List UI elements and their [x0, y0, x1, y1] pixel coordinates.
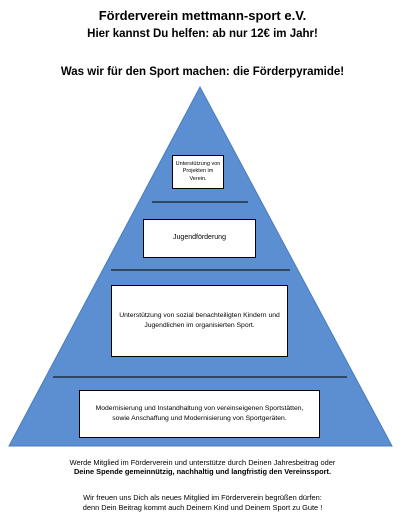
page-title: Förderverein mettmann-sport e.V. [98, 8, 307, 23]
pyramid-heading: Was wir für den Sport machen: die Förder… [60, 66, 345, 78]
page-subtitle: Hier kannst Du helfen: ab nur 12€ im Jah… [87, 28, 318, 40]
pyramid-level-1: Unterstützung von Projekten im Verein. [172, 155, 224, 189]
footer-line-1: Werde Mitglied im Förderverein und unter… [69, 458, 336, 467]
pyramid-level-2: Jugendförderung [143, 219, 256, 258]
pyramid-level-4-text: Modernisierung und Instandhaltung von ve… [95, 405, 304, 422]
footer-line-3: Wir freuen uns Dich als neues Mitglied i… [83, 493, 322, 502]
pyramid-triangle [8, 85, 393, 447]
pyramid-level-3: Unterstützung von sozial benachteiligten… [111, 285, 288, 357]
pyramid-level-2-text: Jugendförderung [173, 234, 226, 242]
pyramid-level-1-text: Unterstützung von Projekten im Verein. [175, 160, 221, 182]
pyramid-level-3-text: Unterstützung von sozial benachteiligten… [119, 312, 280, 329]
pyramid-level-4: Modernisierung und Instandhaltung von ve… [79, 390, 320, 438]
footer-line-2: Deine Spende gemeinnützig, nachhaltig un… [73, 467, 332, 476]
footer-line-4: denn Dein Beitrag kommt auch Deinem Kind… [82, 503, 323, 512]
